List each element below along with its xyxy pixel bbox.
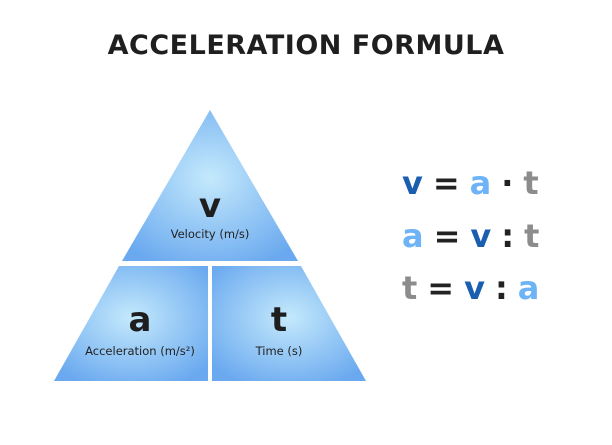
formula-acceleration: a = v : t <box>402 217 542 255</box>
formula-operator: · <box>501 164 514 202</box>
formula-velocity: v = a · t <box>402 164 542 202</box>
formula-operator: : <box>494 269 508 307</box>
formula-term: v <box>402 164 423 202</box>
velocity-label: Velocity (m/s) <box>170 227 250 241</box>
formula-term: v <box>464 269 485 307</box>
acceleration-symbol: a <box>128 300 152 340</box>
formula-time: t = v : a <box>402 269 542 307</box>
triangle-right-section <box>212 266 366 381</box>
time-label: Time (s) <box>255 344 303 358</box>
formula-operator: = <box>427 269 455 307</box>
triangle-top-section <box>122 110 298 261</box>
formula-operator: : <box>501 217 515 255</box>
formula-term: a <box>517 269 540 307</box>
formula-term: v <box>470 217 492 255</box>
formula-term: t <box>524 217 540 255</box>
page-title: ACCELERATION FORMULA <box>107 30 505 61</box>
formula-term: a <box>469 164 492 202</box>
triangle-left-section <box>54 266 208 381</box>
time-symbol: t <box>270 300 288 340</box>
formula-term: t <box>402 269 418 307</box>
velocity-symbol: v <box>198 186 222 226</box>
formula-term: t <box>523 164 539 202</box>
formula-operator: = <box>432 164 460 202</box>
formula-term: a <box>402 217 424 255</box>
acceleration-label: Acceleration (m/s²) <box>85 344 195 358</box>
formula-operator: = <box>433 217 461 255</box>
